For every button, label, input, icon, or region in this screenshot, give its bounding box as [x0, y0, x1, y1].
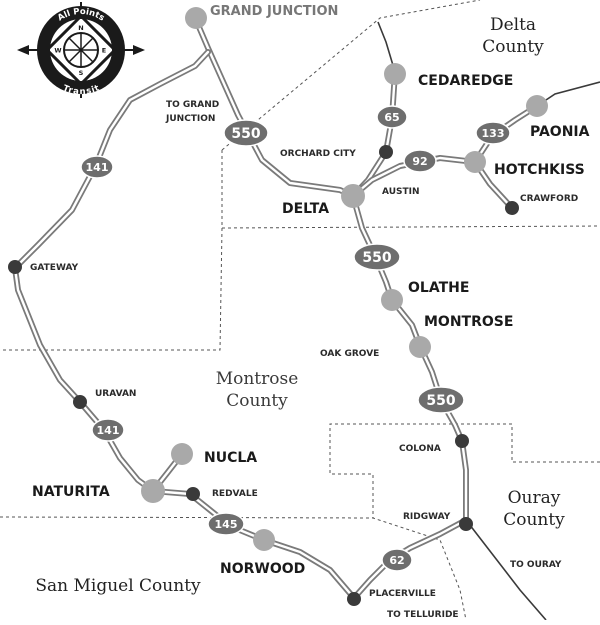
san-miguel-boundary [0, 516, 374, 519]
label-olathe: OLATHE [408, 280, 469, 296]
label-crawford: CRAWFORD [520, 194, 578, 204]
route-141-to-gateway [12, 49, 211, 271]
label-to-telluride: TO TELLURIDE [387, 610, 459, 620]
route-550-label-north: 550 [231, 126, 260, 142]
route-141-label-south: 141 [97, 424, 120, 437]
stop-paonia[interactable] [526, 95, 548, 117]
label-to-grand-junction-1: TO GRAND [166, 100, 219, 110]
stop-delta[interactable] [341, 184, 365, 208]
label-to-ouray: TO OURAY [510, 560, 562, 570]
label-cedaredge: CEDAREDGE [418, 73, 513, 89]
route-141-shield-south [91, 418, 125, 442]
label-ouray-county-2: County [503, 510, 565, 530]
label-to-grand-junction-2: JUNCTION [165, 114, 215, 124]
route-141-shield-north [80, 155, 114, 179]
town-labels: GRAND JUNCTION TO GRAND JUNCTION CEDARED… [30, 4, 590, 620]
route-62-shield [381, 548, 413, 572]
label-oak-grove: OAK GROVE [320, 349, 379, 359]
label-hotchkiss: HOTCHKISS [494, 162, 585, 178]
stop-norwood[interactable] [253, 529, 275, 551]
label-montrose: MONTROSE [424, 314, 513, 330]
route-145-label: 145 [215, 518, 238, 531]
route-550-shield-mid [353, 243, 401, 271]
road-to-ouray [465, 519, 547, 621]
label-montrose-county-1: Montrose [216, 369, 299, 389]
route-92-shield [403, 149, 437, 173]
label-naturita: NATURITA [32, 484, 110, 500]
montrose-west-boundary [0, 227, 223, 351]
compass-n-letter: N [78, 24, 83, 32]
delta-montrose-boundary [221, 225, 600, 229]
label-austin: AUSTIN [382, 187, 420, 197]
label-orchard-city: ORCHARD CITY [280, 149, 356, 159]
route-550-label-mid: 550 [362, 250, 391, 266]
route-550-shield-south [417, 386, 465, 414]
compass-s-letter: S [79, 69, 84, 77]
label-redvale: REDVALE [212, 489, 258, 499]
road-north-to-cedaredge [377, 21, 396, 73]
stop-crawford[interactable] [505, 201, 519, 215]
label-ridgway: RIDGWAY [403, 512, 451, 522]
route-550-shield-north [223, 119, 269, 147]
label-gateway: GATEWAY [30, 263, 79, 273]
minor-stops [8, 145, 519, 606]
route-65-label: 65 [384, 111, 399, 124]
route-550-label-south: 550 [426, 393, 455, 409]
route-145-shield [207, 512, 245, 536]
ouray-county-boundary [329, 423, 600, 621]
label-san-miguel-county: San Miguel County [35, 576, 201, 596]
stop-colona[interactable] [455, 434, 469, 448]
label-uravan: URAVAN [95, 389, 136, 399]
route-62-label: 62 [389, 554, 404, 567]
stop-gateway[interactable] [8, 260, 22, 274]
stop-hotchkiss[interactable] [464, 151, 486, 173]
route-141-south [12, 265, 156, 494]
stop-uravan[interactable] [73, 395, 87, 409]
label-colona: COLONA [399, 444, 441, 454]
logo-bottom-text: Transit [61, 83, 100, 97]
label-ouray-county-1: Ouray [508, 488, 561, 508]
label-delta-county-2: County [482, 37, 544, 57]
label-norwood: NORWOOD [220, 561, 305, 577]
label-paonia: PAONIA [530, 124, 590, 140]
label-placerville: PLACERVILLE [369, 589, 436, 599]
stop-placerville[interactable] [347, 592, 361, 606]
route-133-shield [475, 121, 511, 145]
label-grand-junction: GRAND JUNCTION [210, 4, 338, 19]
label-delta: DELTA [282, 201, 329, 217]
compass-west-arrow-icon [17, 45, 29, 55]
county-labels: Delta County Montrose County Ouray Count… [35, 15, 565, 596]
stop-grand-junction[interactable] [185, 7, 207, 29]
label-nucla: NUCLA [204, 450, 257, 466]
route-141-label-north: 141 [86, 161, 109, 174]
stop-olathe[interactable] [381, 289, 403, 311]
stop-ridgway[interactable] [459, 517, 473, 531]
all-points-transit-logo: N E S W All Points Transit [17, 2, 145, 98]
logo-top-text: All Points [56, 7, 106, 24]
major-stops [141, 7, 548, 551]
stop-cedaredge[interactable] [384, 63, 406, 85]
label-montrose-county-2: County [226, 391, 288, 411]
route-133-label: 133 [482, 127, 505, 140]
label-delta-county-1: Delta [490, 15, 536, 35]
delta-county-boundary [221, 0, 481, 151]
route-65-shield [376, 105, 408, 129]
stop-orchard-city[interactable] [379, 145, 393, 159]
stop-naturita[interactable] [141, 479, 165, 503]
stop-nucla[interactable] [171, 443, 193, 465]
compass-east-arrow-icon [133, 45, 145, 55]
route-92-label: 92 [412, 155, 427, 168]
compass-w-letter: W [54, 47, 61, 55]
stop-montrose[interactable] [409, 336, 431, 358]
transit-routes [12, 17, 540, 601]
route-shields: 550 550 550 141 141 65 92 133 145 62 [80, 105, 511, 572]
stop-redvale[interactable] [186, 487, 200, 501]
compass-e-letter: E [102, 47, 106, 55]
